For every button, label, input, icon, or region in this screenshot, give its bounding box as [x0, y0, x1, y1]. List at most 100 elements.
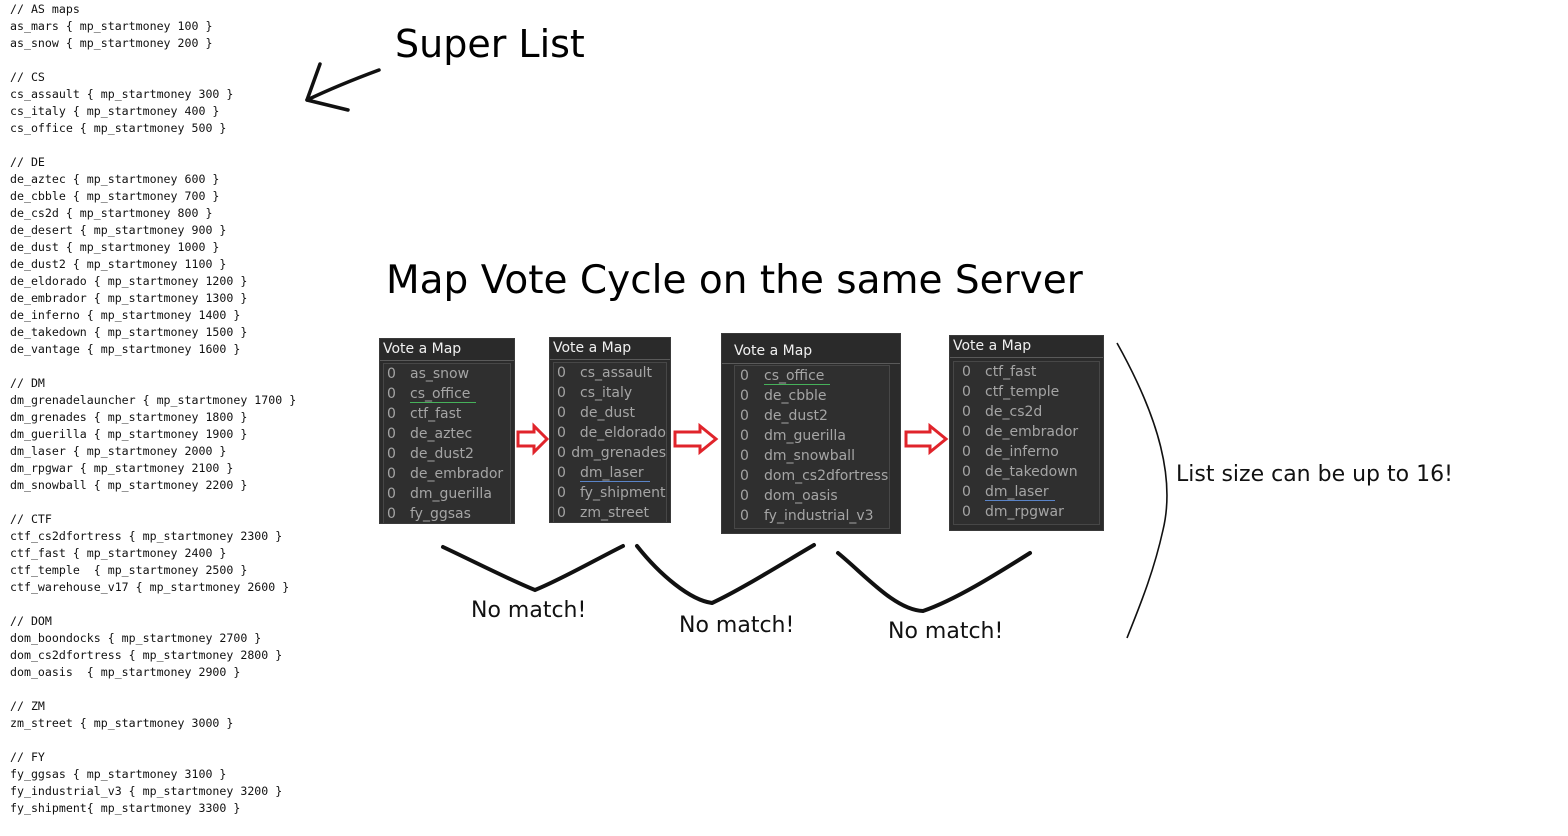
- no-match-label-3: No match!: [888, 619, 1004, 644]
- code-line: de_takedown { mp_startmoney 1500 }: [10, 325, 248, 339]
- code-line: as_snow { mp_startmoney 200 }: [10, 36, 213, 50]
- vote-map-name: de_cbble: [764, 388, 827, 404]
- code-line: dm_laser { mp_startmoney 2000 }: [10, 444, 227, 458]
- vote-map-name: de_dust: [580, 405, 636, 421]
- vote-map-name: ctf_temple: [985, 384, 1060, 400]
- code-line: de_desert { mp_startmoney 900 }: [10, 223, 227, 237]
- vote-map-name: de_dust2: [764, 408, 828, 424]
- vote-map-name: dm_snowball: [764, 448, 855, 464]
- vote-count: 0: [962, 424, 971, 440]
- pointer-arrow-icon: [305, 62, 381, 112]
- code-line: ctf_warehouse_v17 { mp_startmoney 2600 }: [10, 580, 290, 594]
- right-bracket: [1116, 342, 1168, 639]
- vote-count: 0: [962, 444, 971, 460]
- vote-map-item[interactable]: 0 fy_industrial_v3: [735, 506, 889, 526]
- vote-map-item[interactable]: 0 ctf_temple: [954, 382, 1099, 402]
- vote-count: 0: [740, 508, 749, 524]
- vote-panel-title: Vote a Map: [950, 336, 1103, 358]
- vote-map-item[interactable]: 0 dm_grenades: [554, 443, 666, 463]
- vote-count: 0: [557, 505, 566, 521]
- vote-map-name: dm_rpgwar: [985, 504, 1064, 520]
- vote-count: 0: [387, 426, 396, 442]
- vote-count: 0: [962, 404, 971, 420]
- code-line: cs_office { mp_startmoney 500 }: [10, 121, 227, 135]
- vote-map-name: de_embrador: [410, 466, 504, 482]
- vote-map-item[interactable]: 0 de_dust: [554, 403, 666, 423]
- vote-count: 0: [557, 445, 566, 461]
- vote-map-item[interactable]: 0 dm_snowball: [735, 446, 889, 466]
- vote-map-name: dm_laser: [580, 465, 650, 482]
- code-line: dm_grenadelauncher { mp_startmoney 1700 …: [10, 393, 297, 407]
- code-line: de_inferno { mp_startmoney 1400 }: [10, 308, 241, 322]
- vote-map-name: cs_assault: [580, 365, 652, 381]
- vote-count: 0: [740, 488, 749, 504]
- code-line: // ZM: [10, 699, 45, 713]
- code-line: de_cbble { mp_startmoney 700 }: [10, 189, 220, 203]
- vote-map-name: ctf_fast: [410, 406, 462, 422]
- super-list-title: Super List: [395, 22, 585, 66]
- code-line: dom_oasis { mp_startmoney 2900 }: [10, 665, 241, 679]
- code-line: ctf_fast { mp_startmoney 2400 }: [10, 546, 227, 560]
- code-line: // CS: [10, 70, 45, 84]
- vote-count: 0: [740, 448, 749, 464]
- vote-map-name: dom_cs2dfortress: [764, 468, 889, 484]
- vote-map-name: fy_ggsas: [410, 506, 471, 522]
- vote-count: 0: [557, 405, 566, 421]
- vote-count: 0: [387, 486, 396, 502]
- code-line: fy_shipment{ mp_startmoney 3300 }: [10, 801, 241, 815]
- code-line: dm_guerilla { mp_startmoney 1900 }: [10, 427, 248, 441]
- vote-count: 0: [740, 408, 749, 424]
- vote-count: 0: [962, 384, 971, 400]
- code-line: de_aztec { mp_startmoney 600 }: [10, 172, 220, 186]
- code-line: // DM: [10, 376, 45, 390]
- code-line: // DE: [10, 155, 45, 169]
- code-line: de_vantage { mp_startmoney 1600 }: [10, 342, 241, 356]
- vote-count: 0: [387, 366, 396, 382]
- code-line: ctf_temple { mp_startmoney 2500 }: [10, 563, 248, 577]
- curve-stroke-3: [836, 551, 1032, 614]
- code-line: de_dust { mp_startmoney 1000 }: [10, 240, 220, 254]
- vote-count: 0: [740, 368, 749, 384]
- code-line: ctf_cs2dfortress { mp_startmoney 2300 }: [10, 529, 283, 543]
- vote-map-name: dm_grenades: [571, 445, 666, 461]
- code-line: [10, 681, 296, 698]
- map-vote-cycle-title: Map Vote Cycle on the same Server: [386, 258, 1083, 303]
- vote-map-item[interactable]: 0 de_dust2: [735, 406, 889, 426]
- curve-stroke-2: [635, 543, 816, 606]
- code-line: de_embrador { mp_startmoney 1300 }: [10, 291, 248, 305]
- red-arrow-icon: [516, 422, 550, 456]
- vote-map-name: fy_industrial_v3: [764, 508, 874, 524]
- vote-panel-title: Vote a Map: [722, 334, 900, 364]
- code-line: dm_rpgwar { mp_startmoney 2100 }: [10, 461, 234, 475]
